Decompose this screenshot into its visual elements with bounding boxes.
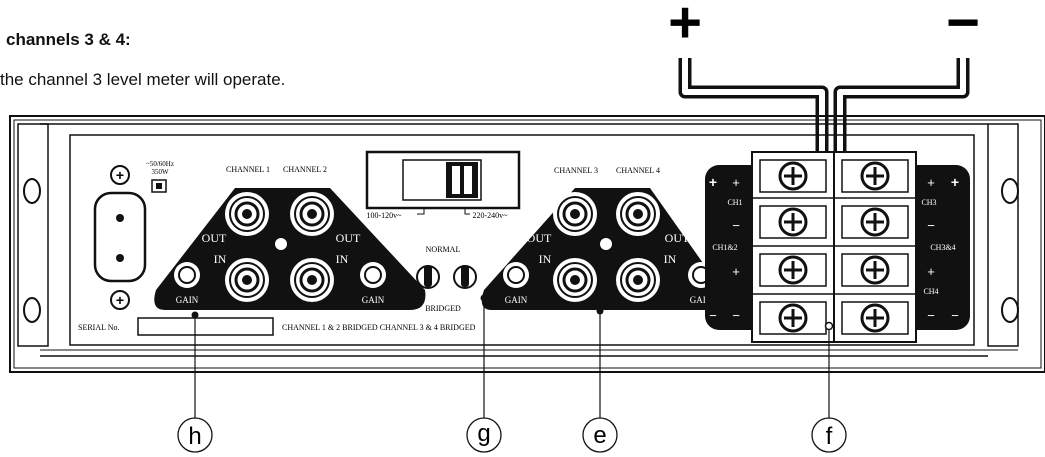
chassis [9, 115, 1045, 373]
voltage-selector-switch[interactable] [365, 150, 521, 210]
in-label-ch1: IN [214, 252, 227, 266]
channel1-label: CHANNEL 1 [226, 165, 270, 174]
callout-e: e [582, 417, 618, 453]
mount-hole-left-bottom [23, 297, 41, 323]
section-text: the channel 3 level meter will operate. [0, 70, 286, 89]
mains-rating-line2: 350W [151, 168, 169, 176]
gain-knob-ch1[interactable] [174, 262, 200, 288]
mount-hole-right-bottom [1001, 297, 1019, 323]
terminal-minus-l2: − [732, 218, 740, 233]
gain-knob-ch3[interactable] [503, 262, 529, 288]
callout-g: g [466, 417, 502, 453]
plus-symbol: + [668, 0, 702, 55]
terminal-screw-l2 [759, 205, 827, 239]
rca-out-ch3 [553, 192, 597, 236]
svg-text:+: + [116, 167, 124, 183]
terminal-plus-left: + [709, 174, 717, 190]
normal-label: NORMAL [426, 245, 461, 254]
terminal-minus-right: − [951, 308, 959, 323]
terminal-plus-l1: + [732, 175, 740, 190]
callout-dot-g [480, 294, 488, 302]
bridged-label: BRIDGED [425, 304, 461, 313]
terminal-plus-l3: + [732, 264, 740, 279]
rca-in-ch2 [290, 258, 334, 302]
rca-in-ch3 [553, 258, 597, 302]
out-label-ch2: OUT [336, 231, 361, 245]
mount-hole-right-top [1001, 178, 1019, 204]
callout-leaders [194, 300, 830, 418]
ch3-label: CH3 [921, 198, 936, 207]
callout-f: f [811, 417, 847, 453]
power-symbol-icon [151, 179, 167, 193]
callout-h: h [177, 417, 213, 453]
bridged-footer-label: CHANNEL 1 & 2 BRIDGED CHANNEL 3 & 4 BRID… [282, 323, 476, 332]
terminal-minus-left: − [709, 308, 717, 323]
channel4-label: CHANNEL 4 [616, 166, 660, 175]
mount-hole-left-top [23, 178, 41, 204]
callout-g-label: g [477, 420, 490, 447]
channel34-connector-panel [481, 188, 723, 310]
section-heading: channels 3 & 4: [6, 30, 131, 49]
channel2-label: CHANNEL 2 [283, 165, 327, 174]
out-label-ch1: OUT [202, 231, 227, 245]
callout-dot-h [191, 311, 199, 319]
serial-number-box [137, 317, 274, 336]
channel3-label: CHANNEL 3 [554, 166, 598, 175]
terminal-screw-r4 [841, 301, 909, 335]
in-label-ch3: IN [539, 252, 552, 266]
gain-label-ch1: GAIN [176, 295, 199, 305]
gain-label-ch4: GAIN [690, 295, 713, 305]
svg-text:+: + [116, 292, 124, 308]
terminal-plus-r3: + [927, 264, 935, 279]
out-label-ch4: OUT [665, 231, 690, 245]
gain-knob-ch2[interactable] [360, 262, 386, 288]
terminal-plus-r1: + [927, 175, 935, 190]
ch1-label: CH1 [727, 198, 742, 207]
rca-in-ch1 [225, 258, 269, 302]
callout-f-label: f [826, 423, 833, 450]
terminal-screw-l1 [759, 159, 827, 193]
rca-out-ch2 [290, 192, 334, 236]
channel12-connector-panel [154, 188, 426, 310]
ch1and2-label: CH1&2 [712, 243, 737, 252]
in-label-ch4: IN [664, 252, 677, 266]
terminal-minus-l4: − [732, 308, 740, 323]
terminal-screw-l4 [759, 301, 827, 335]
terminal-screw-r2 [841, 205, 909, 239]
mains-rating-line1: ~50/60Hz [146, 160, 174, 168]
gain-label-ch2: GAIN [362, 295, 385, 305]
bridge-switch-ch34[interactable] [453, 265, 477, 289]
minus-symbol: − [946, 0, 980, 55]
voltage-high-label: 220-240v~ [473, 211, 509, 220]
rca-out-ch1 [225, 192, 269, 236]
rca-out-ch4 [616, 192, 660, 236]
ground-screw-left [275, 238, 287, 250]
bridge-switch-ch12[interactable] [416, 265, 440, 289]
gain-label-ch3: GAIN [505, 295, 528, 305]
terminal-screw-r1 [841, 159, 909, 193]
terminal-screw-r3 [841, 253, 909, 287]
terminal-minus-r2: − [927, 218, 935, 233]
callout-h-label: h [188, 423, 201, 450]
terminal-minus-r4: − [927, 308, 935, 323]
rca-in-ch4 [616, 258, 660, 302]
ch3and4-label: CH3&4 [930, 243, 955, 252]
callout-dot-f [824, 321, 834, 331]
ground-screw-right [600, 238, 612, 250]
callout-dot-e [596, 307, 604, 315]
voltage-low-label: 100-120v~ [367, 211, 403, 220]
terminal-plus-right: + [951, 174, 959, 190]
ch4-label: CH4 [923, 287, 938, 296]
out-label-ch3: OUT [527, 231, 552, 245]
callout-e-label: e [593, 422, 606, 449]
serial-label: SERIAL No. [78, 323, 119, 332]
mains-inlet: + + [93, 165, 147, 310]
terminal-screw-l3 [759, 253, 827, 287]
in-label-ch2: IN [336, 252, 349, 266]
